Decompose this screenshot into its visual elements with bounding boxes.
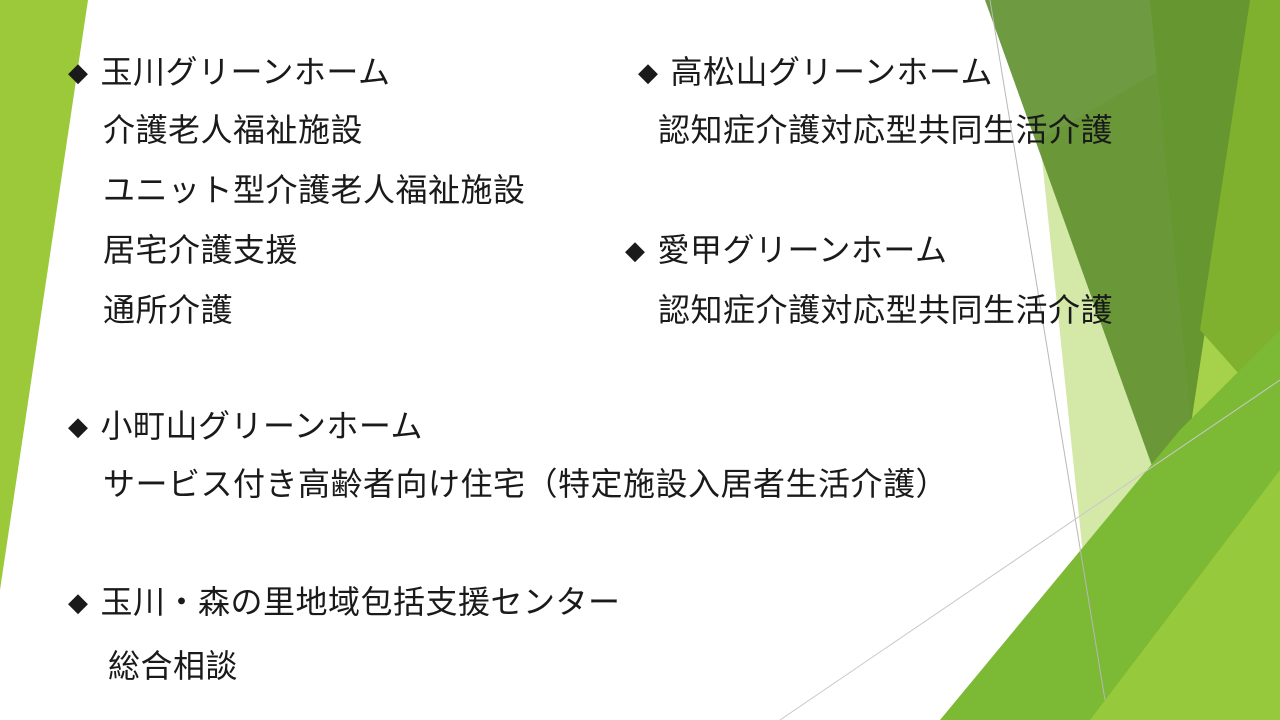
- left-green-strip: [0, 0, 88, 590]
- service-item: サービス付き高齢者向け住宅（特定施設入居者生活介護）: [103, 465, 949, 503]
- service-item: ユニット型介護老人福祉施設: [103, 171, 526, 209]
- bottom-right-light: [1090, 470, 1280, 720]
- section-heading-tamagawa: ◆玉川グリーンホーム: [68, 53, 391, 91]
- diamond-bullet-icon: ◆: [638, 58, 659, 88]
- right-panel-mid: [1200, 0, 1280, 420]
- section-heading-aikou: ◆愛甲グリーンホーム: [625, 231, 948, 269]
- thin-line-2: [779, 379, 1280, 720]
- section-heading-support-center: ◆玉川・森の里地域包括支援センター: [68, 583, 621, 621]
- section-heading-takamatsuyama: ◆高松山グリーンホーム: [638, 53, 993, 91]
- section-heading-komachiyama: ◆小町山グリーンホーム: [68, 407, 423, 445]
- service-item: 認知症介護対応型共同生活介護: [658, 291, 1114, 329]
- thin-line-1: [989, 0, 1106, 701]
- service-item: 介護老人福祉施設: [103, 111, 364, 149]
- service-item: 居宅介護支援: [103, 231, 299, 269]
- service-item: 認知症介護対応型共同生活介護: [658, 111, 1114, 149]
- right-panel-dark: [985, 0, 1255, 530]
- diamond-bullet-icon: ◆: [68, 58, 89, 88]
- diamond-bullet-icon: ◆: [625, 236, 646, 266]
- service-item: 総合相談: [108, 647, 239, 685]
- service-item: 通所介護: [103, 291, 234, 329]
- diamond-bullet-icon: ◆: [68, 412, 89, 442]
- diamond-bullet-icon: ◆: [68, 588, 89, 618]
